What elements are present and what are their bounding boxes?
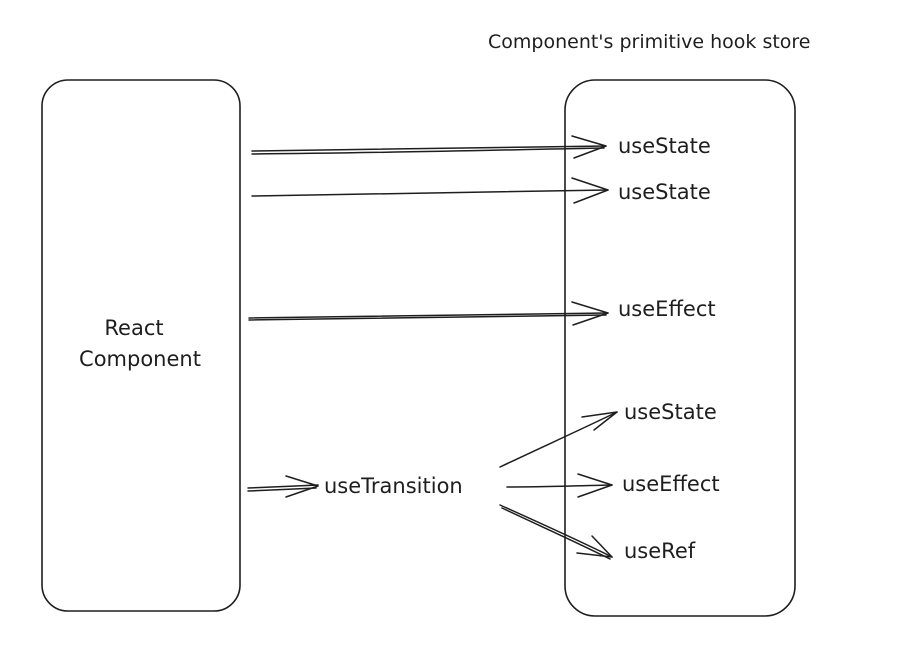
hook-label: useState [618, 134, 711, 158]
component-label-line2: Component [79, 347, 201, 371]
arrow-transition-to-useeffect [506, 473, 613, 498]
hook-label: useState [618, 180, 711, 204]
arrow-to-usestate-1 [251, 135, 607, 159]
component-label-line1: React [104, 316, 163, 340]
arrow-transition-to-usestate [499, 411, 618, 468]
arrow-to-usetransition [247, 475, 319, 498]
react-component-box [41, 79, 241, 612]
hook-store-box [564, 79, 796, 617]
use-transition-label: useTransition [324, 474, 463, 498]
hook-label: useRef [624, 539, 696, 563]
hook-label: useState [624, 400, 717, 424]
hook-label: useEffect [618, 297, 716, 321]
store-title: Component's primitive hook store [488, 31, 811, 53]
arrow-transition-to-useref [499, 504, 613, 560]
arrow-to-useeffect [248, 301, 609, 326]
hook-label: useEffect [622, 472, 720, 496]
arrow-to-usestate-2 [251, 177, 609, 204]
